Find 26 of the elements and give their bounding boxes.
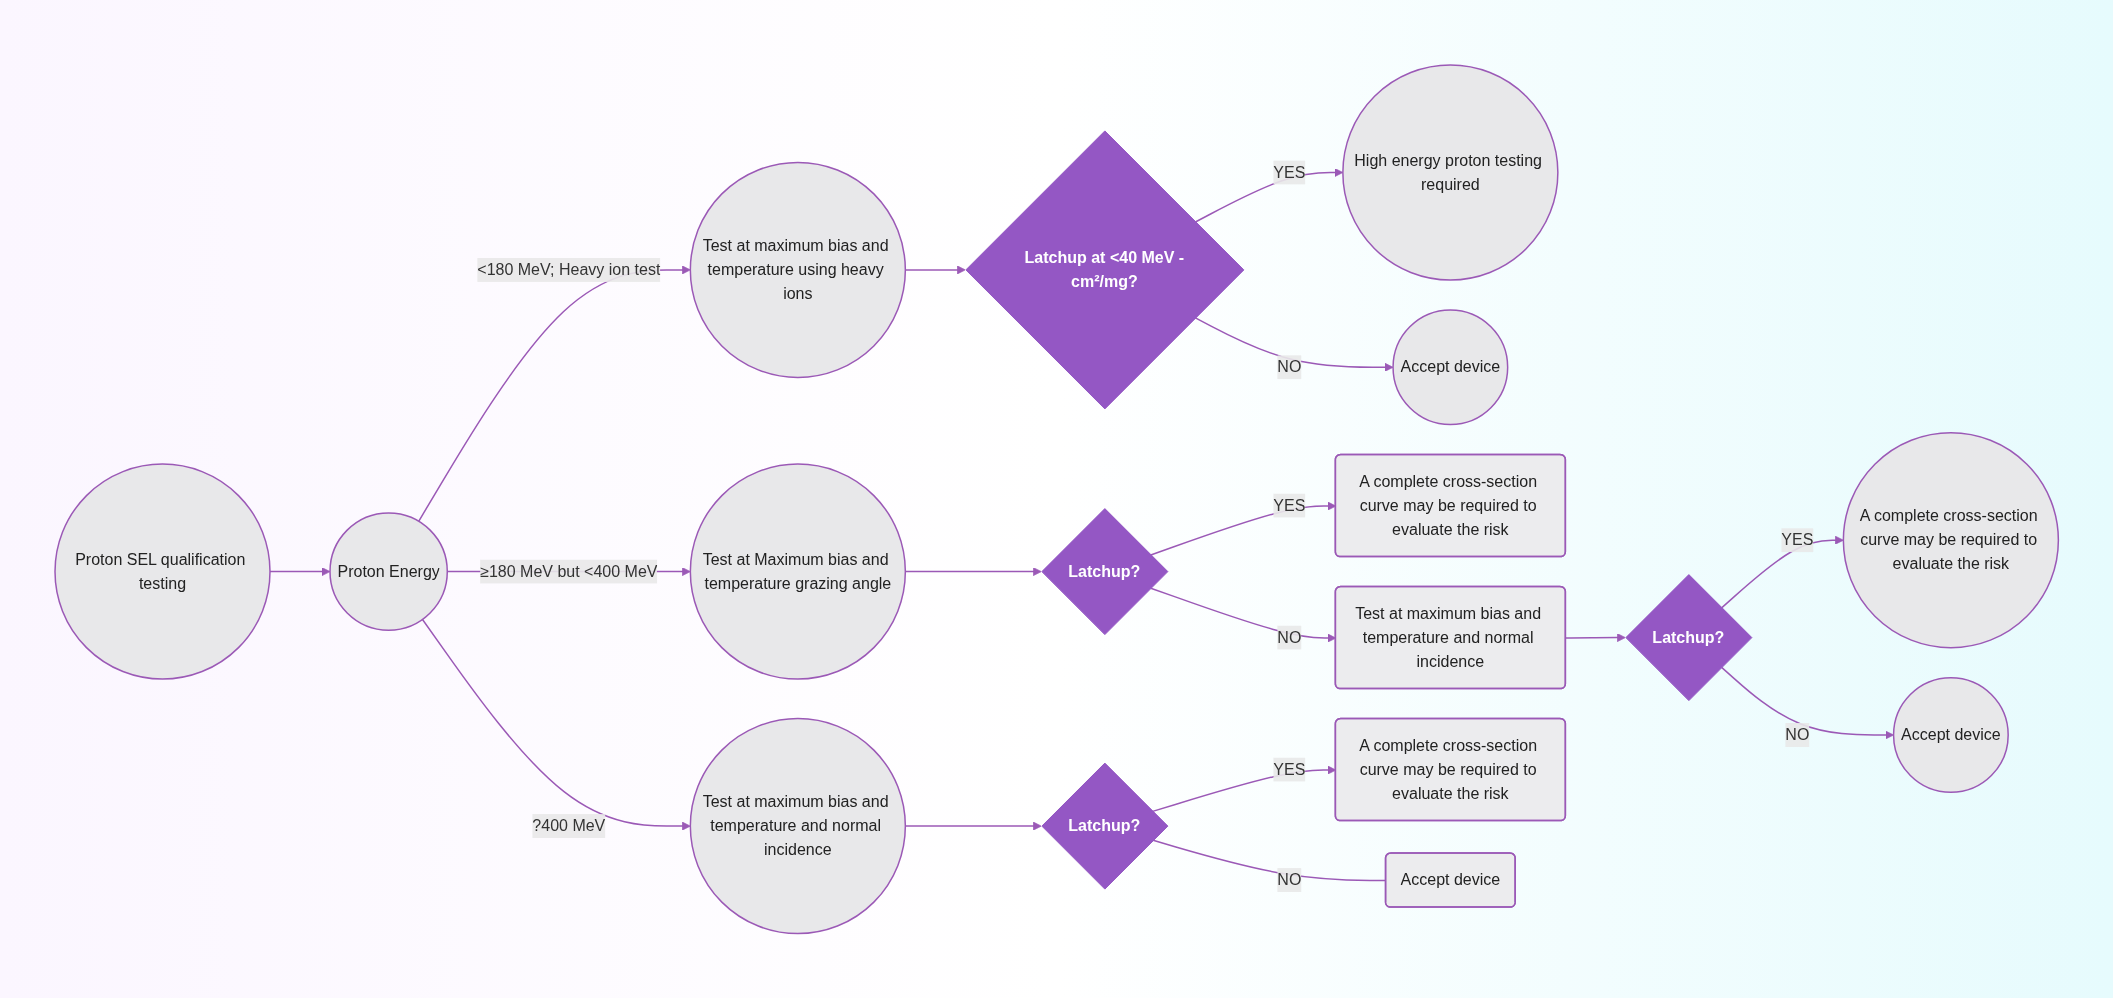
node-circle: Accept device xyxy=(1392,308,1509,426)
edge-label: NO xyxy=(1785,725,1810,743)
edge-label: ?400 MeV xyxy=(532,816,606,834)
node-circle: Test at maximum bias and temperature using heavy ions xyxy=(689,161,906,378)
edge-label: NO xyxy=(1277,870,1302,888)
node-diamond: Latchup? xyxy=(1041,507,1169,635)
edge-label: NO xyxy=(1277,628,1302,646)
node-circle: Test at maximum bias and temperature and normal incidence xyxy=(689,717,906,935)
node-circle: Proton SEL qualification testing xyxy=(54,463,271,680)
node-circle: A complete cross-section curve may be required to evaluate the risk xyxy=(1842,431,2059,649)
arrow xyxy=(1720,666,1894,740)
edge-label: NO xyxy=(1277,357,1302,375)
node-diamond: Latchup? xyxy=(1041,762,1169,890)
edge-label: YES xyxy=(1273,760,1306,778)
node-diamond: Latchup? xyxy=(1625,573,1753,701)
node-circle: High energy proton testing required xyxy=(1341,63,1559,281)
edge-label: YES xyxy=(1273,496,1306,514)
edge-label: ≥180 MeV but <400 MeV xyxy=(479,562,658,580)
edge-label: YES xyxy=(1273,163,1306,181)
edge-label: YES xyxy=(1781,530,1814,548)
node-circle: Accept device xyxy=(1892,676,2009,793)
node-diamond: Latchup at <40 MeV -cm²/mg? xyxy=(965,130,1245,410)
arrow xyxy=(421,618,691,831)
node-circle: Proton Energy xyxy=(329,511,448,631)
node-circle: Test at Maximum bias and temperature grazing angle xyxy=(689,463,906,680)
edge-label: <180 MeV; Heavy ion test xyxy=(477,260,661,278)
